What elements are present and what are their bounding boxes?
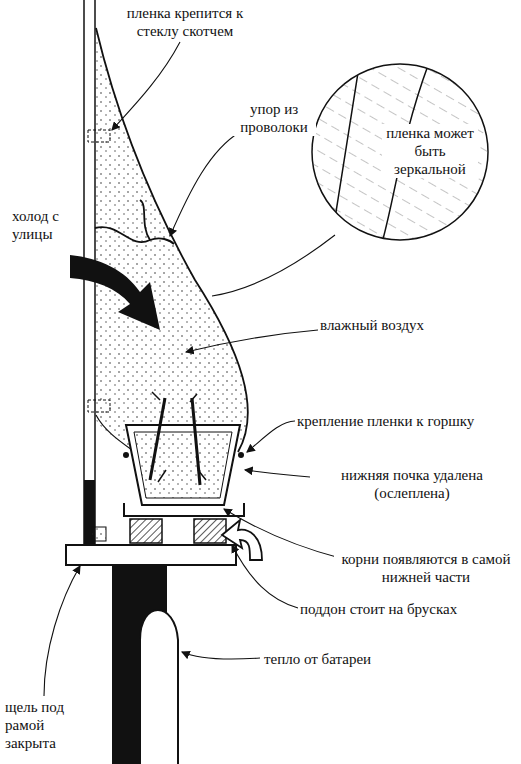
note-label: тепло от батареи — [262, 650, 416, 668]
note-label: холод с улицы — [10, 207, 76, 243]
note-label: нижняя почка удалена (ослеплена) — [312, 466, 512, 502]
film — [96, 28, 248, 450]
sill — [66, 545, 236, 565]
radiator — [112, 565, 178, 764]
cold-arrow — [70, 255, 160, 330]
wire-stop — [95, 200, 174, 244]
film-outline — [96, 28, 248, 452]
note-label: корни появляются в самой нижней части — [334, 550, 518, 586]
bar — [194, 519, 226, 543]
heat-arrow — [222, 520, 262, 560]
note-label: пленка крепится к стеклу скотчем — [108, 4, 262, 40]
note-label: щель под рамой закрыта — [3, 698, 79, 752]
bar — [130, 519, 162, 543]
part-label: упор из проволоки — [232, 100, 316, 136]
part-label: крепление пленки к горшку — [295, 412, 519, 430]
pot — [123, 392, 244, 505]
zoom-circle — [310, 60, 490, 250]
leader-lines — [44, 42, 340, 696]
note-label: поддон стоит на брусках — [298, 600, 512, 618]
note-label: пленка может быть зеркальной — [382, 124, 478, 178]
tray — [124, 503, 244, 516]
part-label: влажный воздух — [318, 316, 472, 334]
